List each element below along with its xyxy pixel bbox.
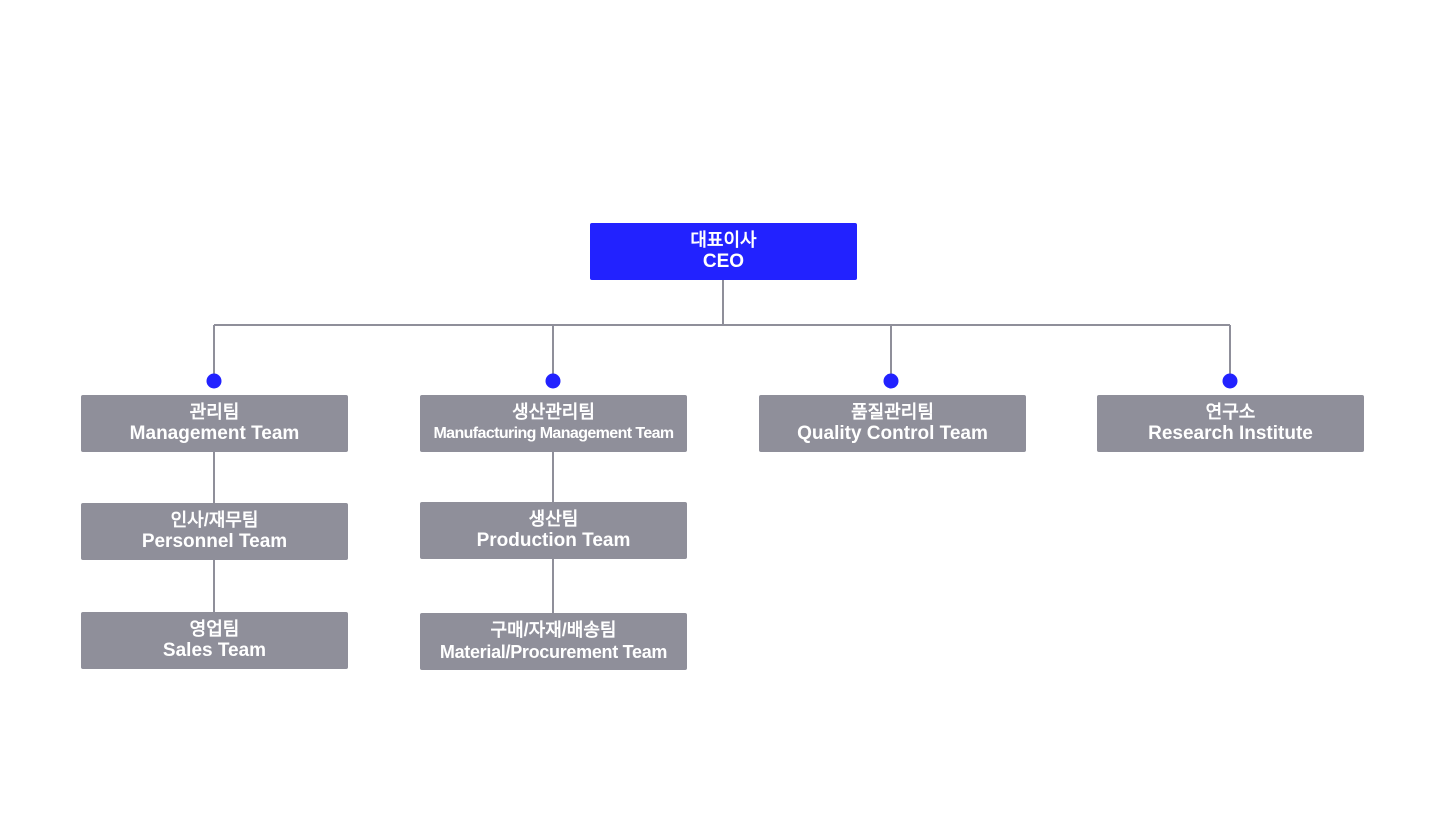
ceo-title-ko: 대표이사: [690, 230, 757, 250]
personnel-team-en: Personnel Team: [141, 531, 288, 552]
quality-team-ko: 품질관리팀: [851, 402, 934, 422]
sales-team-ko: 영업팀: [189, 619, 240, 639]
management-team-ko: 관리팀: [189, 402, 240, 422]
manufacturing-team-box[interactable]: 생산관리팀 Manufacturing Management Team: [420, 395, 687, 452]
quality-team-box[interactable]: 품질관리팀 Quality Control Team: [759, 395, 1026, 452]
ceo-box[interactable]: 대표이사 CEO: [590, 223, 857, 280]
ceo-title-en: CEO: [702, 251, 745, 272]
manufacturing-team-en: Manufacturing Management Team: [433, 425, 674, 442]
procurement-team-box[interactable]: 구매/자재/배송팀 Material/Procurement Team: [420, 613, 687, 670]
quality-team-en: Quality Control Team: [797, 423, 988, 444]
sales-team-box[interactable]: 영업팀 Sales Team: [81, 612, 348, 669]
personnel-team-ko: 인사/재무팀: [170, 510, 259, 530]
procurement-team-ko: 구매/자재/배송팀: [490, 620, 617, 640]
management-team-box[interactable]: 관리팀 Management Team: [81, 395, 348, 452]
production-team-box[interactable]: 생산팀 Production Team: [420, 502, 687, 559]
connector-dot-management: [206, 373, 222, 389]
personnel-team-box[interactable]: 인사/재무팀 Personnel Team: [81, 503, 348, 560]
connector-dot-manufacturing: [545, 373, 561, 389]
connector-dot-quality: [883, 373, 899, 389]
production-team-en: Production Team: [476, 530, 631, 551]
procurement-team-en: Material/Procurement Team: [439, 642, 668, 662]
research-team-box[interactable]: 연구소 Research Institute: [1097, 395, 1364, 452]
research-team-ko: 연구소: [1205, 402, 1256, 422]
connector-dot-research: [1222, 373, 1238, 389]
sales-team-en: Sales Team: [162, 640, 267, 661]
research-team-en: Research Institute: [1148, 423, 1313, 444]
manufacturing-team-ko: 생산관리팀: [512, 402, 595, 422]
management-team-en: Management Team: [129, 423, 300, 444]
production-team-ko: 생산팀: [528, 509, 579, 529]
